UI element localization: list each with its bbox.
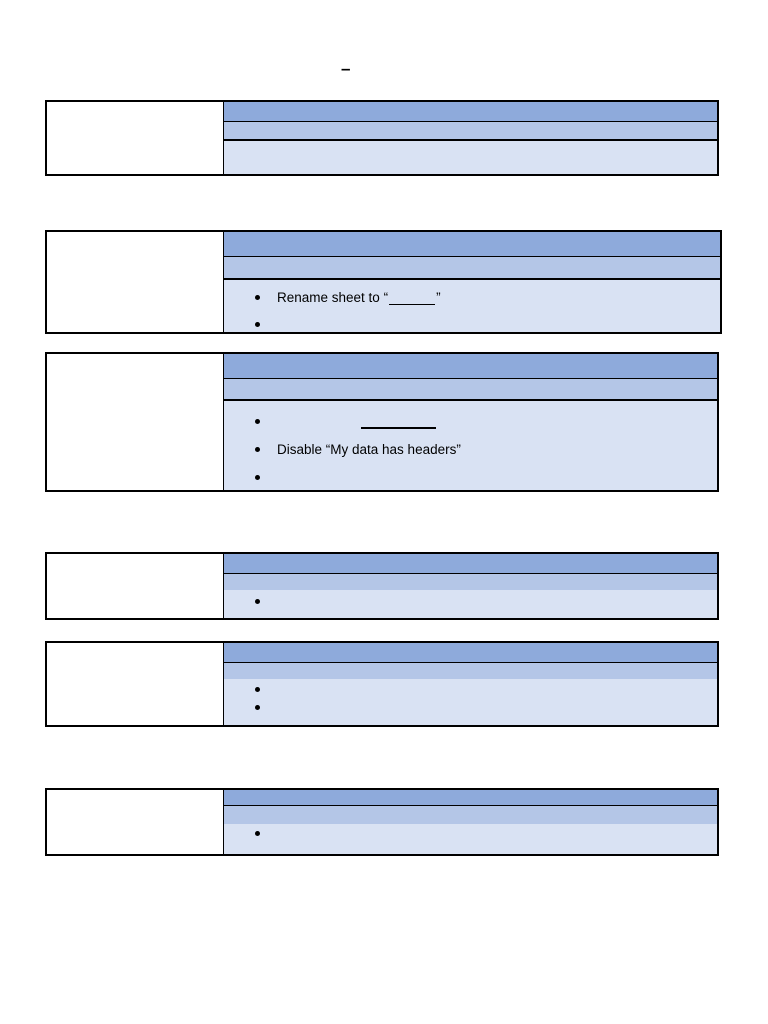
bullet-icon bbox=[255, 474, 260, 480]
table-3-left-cell bbox=[47, 354, 224, 490]
bullet-item-empty bbox=[224, 825, 717, 842]
table-3-right-column: Disable “My data has headers” bbox=[224, 354, 717, 490]
bullet-icon bbox=[255, 295, 260, 300]
bullet-list bbox=[224, 679, 717, 716]
table-5-content-row bbox=[224, 679, 717, 725]
table-5-right-column bbox=[224, 643, 717, 725]
table-1-content-row bbox=[224, 141, 717, 174]
bullet-item-rename-sheet: Rename sheet to “ ” bbox=[224, 284, 720, 311]
bullet-icon bbox=[255, 831, 260, 836]
table-4-subheader-row bbox=[224, 574, 717, 590]
table-1-left-cell bbox=[47, 102, 224, 174]
blank-underline bbox=[389, 291, 436, 305]
table-5-left-cell bbox=[47, 643, 224, 725]
table-6-header-row bbox=[224, 790, 717, 806]
table-6-subheader-row bbox=[224, 806, 717, 824]
bullet-icon bbox=[255, 446, 260, 452]
table-4-header-row bbox=[224, 554, 717, 574]
table-2-content-row: Rename sheet to “ ” bbox=[224, 280, 720, 332]
table-6-left-cell bbox=[47, 790, 224, 854]
table-2-left-cell bbox=[47, 232, 224, 332]
bullet-icon bbox=[255, 322, 260, 327]
table-2-subheader-row bbox=[224, 257, 720, 280]
bullet-icon bbox=[255, 598, 260, 604]
table-2-right-column: Rename sheet to “ ” bbox=[224, 232, 720, 332]
bullet-text-prefix: Rename sheet to “ bbox=[277, 290, 389, 305]
task-table-6 bbox=[45, 788, 719, 856]
bullet-list bbox=[224, 824, 717, 842]
table-2-header-row bbox=[224, 232, 720, 257]
table-4-content-row bbox=[224, 590, 717, 618]
blank-underline bbox=[361, 414, 436, 429]
table-3-content-row: Disable “My data has headers” bbox=[224, 401, 717, 490]
bullet-text: Disable “My data has headers” bbox=[277, 441, 461, 457]
bullet-item-blank-line bbox=[224, 407, 717, 435]
task-table-4 bbox=[45, 552, 719, 620]
bullet-icon bbox=[255, 418, 260, 424]
bullet-icon bbox=[255, 704, 260, 710]
task-table-5 bbox=[45, 641, 719, 727]
bullet-text-suffix: ” bbox=[436, 290, 441, 305]
bullet-item-empty bbox=[224, 463, 717, 490]
table-1-right-column bbox=[224, 102, 717, 174]
table-6-right-column bbox=[224, 790, 717, 854]
table-4-right-column bbox=[224, 554, 717, 618]
table-5-subheader-row bbox=[224, 663, 717, 679]
bullet-item-empty bbox=[224, 311, 720, 332]
bullet-list: Rename sheet to “ ” bbox=[224, 280, 720, 332]
bullet-item-disable-headers: Disable “My data has headers” bbox=[224, 435, 717, 463]
table-3-subheader-row bbox=[224, 379, 717, 401]
task-table-2: Rename sheet to “ ” bbox=[45, 230, 722, 334]
table-1-header-row bbox=[224, 102, 717, 122]
task-table-3: Disable “My data has headers” bbox=[45, 352, 719, 492]
table-1-subheader-row bbox=[224, 122, 717, 141]
bullet-item-empty bbox=[224, 698, 717, 716]
title-dash: – bbox=[341, 59, 351, 78]
table-4-left-cell bbox=[47, 554, 224, 618]
bullet-item-empty bbox=[224, 680, 717, 698]
table-6-content-row bbox=[224, 824, 717, 854]
bullet-list bbox=[224, 590, 717, 610]
task-table-1 bbox=[45, 100, 719, 176]
bullet-list: Disable “My data has headers” bbox=[224, 401, 717, 490]
bullet-item-empty bbox=[224, 592, 717, 610]
bullet-icon bbox=[255, 686, 260, 692]
table-3-header-row bbox=[224, 354, 717, 379]
table-5-header-row bbox=[224, 643, 717, 663]
